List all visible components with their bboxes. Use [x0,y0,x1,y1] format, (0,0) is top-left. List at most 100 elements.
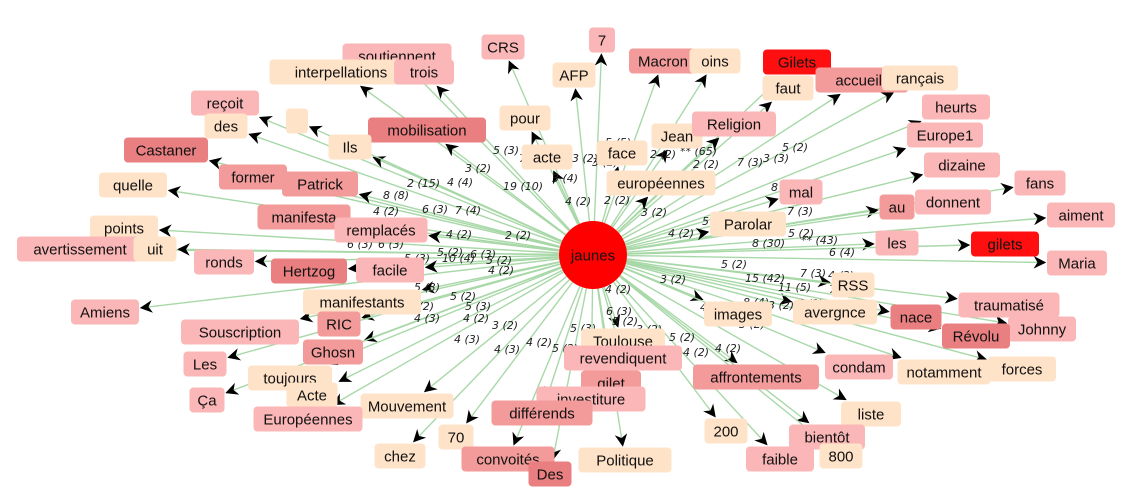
node-castaner[interactable]: Castaner [124,137,208,163]
node-box[interactable] [988,356,1056,382]
center-node[interactable]: jaunes [559,221,627,289]
node-box[interactable] [958,292,1060,318]
node-box[interactable] [564,345,682,371]
node-quelle[interactable]: quelle [99,172,167,198]
center-circle[interactable] [559,221,627,289]
node-européennes[interactable]: Européennes [253,406,363,432]
node-condam[interactable]: condam [825,354,893,380]
node-différends[interactable]: différends [491,400,593,426]
node-europe1[interactable]: Europe1 [907,122,983,148]
node-box[interactable] [71,299,139,325]
node-box[interactable] [704,301,772,327]
node-7[interactable]: 7 [589,27,615,53]
node-box[interactable] [286,382,338,408]
node-box[interactable] [879,194,915,220]
node-box[interactable] [1008,316,1076,342]
node-box[interactable] [491,400,593,426]
node-box[interactable] [317,311,361,337]
node-box[interactable] [629,48,697,74]
node-liste[interactable]: liste [841,401,901,427]
node-box[interactable] [897,359,991,385]
node-box[interactable] [282,171,358,197]
node-patrick[interactable]: Patrick [282,171,358,197]
node-former[interactable]: former [219,164,287,190]
node-au[interactable]: au [879,194,915,220]
node-box[interactable] [831,272,875,298]
node-box[interactable] [90,215,158,241]
node-ric[interactable]: RIC [317,311,361,337]
node-box[interactable] [789,424,865,450]
node-aiment[interactable]: aiment [1047,202,1115,228]
node-maria[interactable]: Maria [1047,250,1107,276]
node-box[interactable] [219,164,287,190]
node-box[interactable] [499,105,551,131]
node-oins[interactable]: oins [689,48,741,74]
node-box[interactable] [578,447,672,473]
node-afp[interactable]: AFP [552,62,596,88]
node-heurts[interactable]: heurts [922,94,990,120]
node-religion[interactable]: Religion [692,111,776,137]
node-johnny[interactable]: Johnny [1008,316,1076,342]
node-box[interactable] [194,249,254,275]
node-révolu[interactable]: Révolu [942,323,1010,349]
node-box[interactable] [1047,202,1115,228]
node-box[interactable] [17,236,143,262]
node-mal[interactable]: mal [779,179,823,205]
node-box[interactable] [269,59,413,85]
node-affrontements[interactable]: affrontements [693,364,819,390]
node-rss[interactable]: RSS [831,272,875,298]
node-gilets[interactable]: Gilets [763,49,831,75]
node-box[interactable] [841,401,901,427]
node-box[interactable] [257,204,351,230]
node-pour[interactable]: pour [499,105,551,131]
node-box[interactable] [521,144,573,170]
node-box[interactable] [183,351,227,377]
node-box[interactable] [374,443,426,469]
node-avertissement[interactable]: avertissement [17,236,143,262]
node-box[interactable] [303,339,363,365]
node-les[interactable]: les [875,230,919,256]
node-jean[interactable]: Jean [651,123,703,149]
node-box[interactable] [271,258,347,284]
node-box[interactable] [181,319,299,345]
node-70[interactable]: 70 [438,424,474,450]
node-box[interactable] [907,122,983,148]
node-mouvement[interactable]: Mouvement [360,393,454,419]
node-box[interactable] [303,289,421,315]
node-box[interactable] [710,211,786,237]
node-des[interactable]: Des [528,461,572,487]
node-traumatisé[interactable]: traumatisé [958,292,1060,318]
node-box[interactable] [746,446,814,472]
node-box[interactable] [99,172,167,198]
node-box[interactable] [328,134,372,160]
node-bientôt[interactable]: bientôt [789,424,865,450]
node-chez[interactable]: chez [374,443,426,469]
node-les[interactable]: Les [183,351,227,377]
node-blank[interactable] [286,108,308,134]
node-box[interactable] [692,111,776,137]
node-box[interactable] [693,364,819,390]
node-ça[interactable]: Ça [189,387,225,413]
node-facile[interactable]: facile [356,257,424,283]
node-mobilisation[interactable]: mobilisation [368,117,486,143]
node-box[interactable] [924,152,1000,178]
node-points[interactable]: points [90,215,158,241]
node-box[interactable] [1014,170,1066,196]
node-box[interactable] [606,170,716,196]
node-box[interactable] [589,27,615,53]
node-box[interactable] [189,387,225,413]
node-reçoit[interactable]: reçoit [191,90,259,116]
node-images[interactable]: images [704,301,772,327]
node-ghosn[interactable]: Ghosn [303,339,363,365]
node-box[interactable] [360,393,454,419]
node-gilets[interactable]: gilets [971,231,1039,257]
node-box[interactable] [651,123,703,149]
node-acte[interactable]: Acte [286,382,338,408]
node-box[interactable] [1047,250,1107,276]
node-donnent[interactable]: donnent [915,189,991,215]
node-800[interactable]: 800 [819,443,863,469]
node-rançais[interactable]: rançais [882,65,958,91]
node-box[interactable] [394,59,454,85]
node-faut[interactable]: faut [762,75,814,101]
node-box[interactable] [704,418,748,444]
